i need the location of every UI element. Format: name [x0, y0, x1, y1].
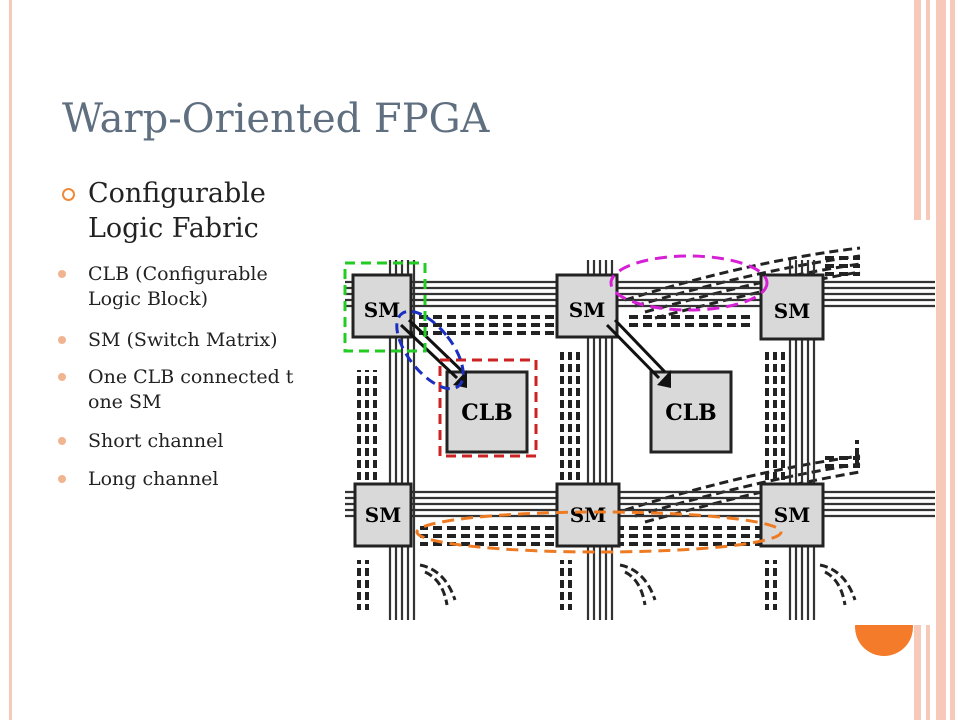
long-channel-highlight — [415, 510, 783, 554]
short-channel-h — [625, 323, 755, 327]
slide-title: Warp-Oriented FPGA — [62, 96, 490, 142]
bullet-dot-icon — [58, 336, 66, 344]
short-channel-v — [357, 370, 361, 480]
switch-matrix: SM — [555, 482, 621, 548]
bullet-ring-icon — [62, 188, 75, 201]
svg-text:SM: SM — [774, 503, 811, 527]
short-channel-h — [375, 323, 555, 327]
bullet-item: Long channel — [88, 468, 219, 490]
connection-highlight — [395, 309, 465, 391]
bullet-dot-icon — [58, 437, 66, 445]
svg-text:SM: SM — [570, 503, 607, 527]
bullet-item: SM (Switch Matrix) — [88, 329, 278, 351]
short-channel-highlight — [609, 254, 769, 312]
svg-text:CLB: CLB — [665, 400, 717, 426]
fpga-fabric-diagram: SM SM SM SM SM SM — [335, 220, 935, 625]
short-channel-h — [375, 315, 555, 319]
short-channel-h — [375, 331, 555, 335]
clb-highlight — [438, 358, 538, 458]
bullet-dot-icon — [58, 475, 66, 483]
svg-text:SM: SM — [569, 298, 606, 322]
sm-highlight — [343, 261, 427, 353]
short-channel-v — [365, 370, 369, 480]
section-heading: Configurable Logic Fabric — [88, 178, 266, 244]
short-channel-h — [625, 315, 755, 319]
switch-matrix: SM — [759, 482, 825, 548]
svg-text:SM: SM — [774, 299, 811, 323]
configurable-logic-block: CLB — [649, 370, 733, 454]
short-channel-v — [373, 370, 377, 480]
bullet-dot-icon — [58, 270, 66, 278]
switch-matrix: SM — [353, 482, 413, 548]
bullet-item: Short channel — [88, 430, 224, 452]
sm-to-clb-connection — [399, 318, 667, 380]
svg-text:CLB: CLB — [461, 400, 513, 426]
svg-text:SM: SM — [364, 298, 401, 322]
bullet-item: CLB (Configurable Logic Block) — [88, 263, 268, 310]
switch-matrix: SM — [759, 273, 825, 341]
bullet-item: One CLB connected t one SM — [88, 366, 294, 413]
bullet-dot-icon — [58, 373, 66, 381]
svg-text:SM: SM — [365, 503, 402, 527]
left-border-line — [9, 0, 12, 720]
